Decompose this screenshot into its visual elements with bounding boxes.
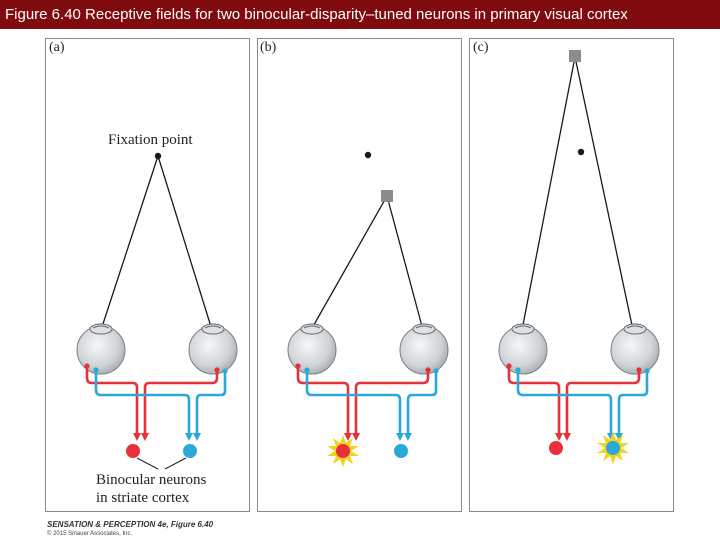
binocular-label-line1: Binocular neurons	[96, 472, 207, 488]
right-eye-c	[610, 323, 660, 375]
binocular-neuron-red-c	[549, 441, 563, 455]
panel-a	[45, 38, 250, 512]
binocular-neuron-red-a	[126, 444, 140, 458]
stimulus-square-b	[381, 190, 393, 202]
fixation-dot-a	[154, 152, 162, 160]
panel-b	[257, 38, 462, 512]
right-eye-a	[188, 323, 238, 375]
panel-c	[469, 38, 674, 512]
figure-title: Figure 6.40 Receptive fields for two bin…	[5, 6, 628, 23]
binocular-neurons-label: Binocular neurons in striate cortex	[96, 471, 206, 507]
fixation-dot-c	[577, 148, 585, 156]
copyright-notice: © 2015 Sinauer Associates, Inc.	[47, 531, 133, 537]
stimulus-square-c	[569, 50, 581, 62]
binocular-label-line2: in striate cortex	[96, 490, 190, 506]
panel-label-a: (a)	[49, 40, 65, 55]
panel-label-c: (c)	[473, 40, 489, 55]
binocular-neuron-blue-c	[606, 441, 620, 455]
left-eye-a	[76, 323, 126, 375]
fixation-point-label: Fixation point	[108, 132, 193, 148]
binocular-neuron-blue-a	[183, 444, 197, 458]
panel-label-b: (b)	[260, 40, 277, 55]
panel-a-drawing	[76, 152, 238, 470]
binocular-neuron-blue-b	[394, 444, 408, 458]
book-credit: SENSATION & PERCEPTION 4e, Figure 6.40	[47, 520, 214, 529]
left-eye-c	[498, 323, 548, 375]
panel-b-drawing	[287, 151, 449, 467]
fixation-dot-b	[364, 151, 372, 159]
binocular-neuron-red-b	[336, 444, 350, 458]
right-eye-b	[399, 323, 449, 375]
title-bar: Figure 6.40 Receptive fields for two bin…	[0, 0, 720, 29]
left-eye-b	[287, 323, 337, 375]
panel-c-drawing	[498, 50, 660, 464]
